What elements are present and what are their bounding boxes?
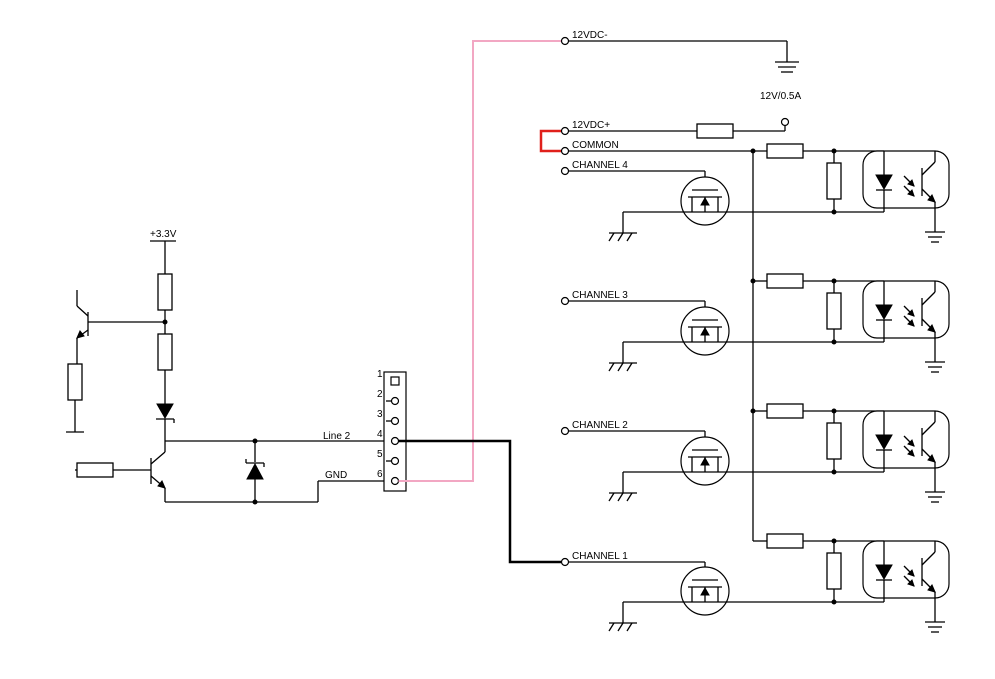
channel-1-circuit: CHANNEL 1 (560, 533, 950, 633)
transistor-q1-icon (76, 290, 165, 364)
mosfet-icon (680, 436, 730, 486)
mosfet-icon (680, 566, 730, 616)
channel1-label: CHANNEL 1 (572, 551, 628, 562)
power-section: 12VDC- 12V/0.5A 12VDC+ COMMON (539, 30, 801, 156)
ground-icon (925, 361, 945, 373)
led-resistor (766, 273, 804, 289)
pin-2: 2 (377, 389, 383, 400)
red-jumper (539, 129, 561, 153)
ground-icon (775, 61, 799, 73)
optocoupler-icon (862, 410, 950, 472)
rating-label: 12V/0.5A (760, 91, 801, 102)
supply-resistor (696, 123, 734, 139)
led-resistor (766, 403, 804, 419)
zener-diode-icon (246, 462, 264, 480)
pos12-label: 12VDC+ (572, 120, 610, 131)
supply-33v-label: +3.3V (150, 229, 177, 240)
shunt-resistor (826, 552, 842, 590)
pullup-resistor (157, 273, 173, 311)
channel2-label: CHANNEL 2 (572, 420, 628, 431)
led-resistor (766, 533, 804, 549)
optocoupler-icon (862, 280, 950, 342)
chassis-ground-icon (608, 232, 637, 242)
pin-1: 1 (377, 369, 383, 380)
pin-6: 6 (377, 469, 383, 480)
mosfet-icon (680, 176, 730, 226)
gnd-label: GND (325, 470, 347, 481)
common-label: COMMON (572, 140, 619, 151)
channel3-label: CHANNEL 3 (572, 290, 628, 301)
pink-wire (398, 40, 561, 482)
pin1-pad-icon (390, 376, 400, 386)
channel-2-circuit: CHANNEL 2 (560, 403, 950, 503)
channel4-label: CHANNEL 4 (572, 160, 628, 171)
chassis-ground-icon (608, 622, 637, 632)
connector-block: 1 2 3 4 5 6 (377, 369, 407, 492)
input-circuit: +3.3V (66, 229, 391, 505)
pin-5: 5 (377, 449, 383, 460)
optocoupler-icon (862, 540, 950, 602)
mosfet-icon (680, 306, 730, 356)
neg12-label: 12VDC- (572, 30, 608, 41)
channel-4-circuit: CHANNEL 4 (560, 143, 950, 243)
ground-icon (925, 621, 945, 633)
shunt-resistor (826, 162, 842, 200)
transistor-q2-icon (150, 448, 166, 489)
channel-3-circuit: CHANNEL 3 (560, 273, 950, 373)
chassis-ground-icon (608, 362, 637, 372)
channel1-wire (398, 439, 561, 564)
pin-3: 3 (377, 409, 383, 420)
chassis-ground-icon (608, 492, 637, 502)
shunt-resistor (826, 292, 842, 330)
ground-icon (925, 491, 945, 503)
series-resistor (157, 333, 173, 371)
led-resistor (766, 143, 804, 159)
pin-4: 4 (377, 429, 383, 440)
optocoupler-icon (862, 150, 950, 212)
diode-icon (156, 403, 174, 420)
ground-icon (925, 231, 945, 243)
line2-label: Line 2 (323, 431, 351, 442)
shunt-resistor (826, 422, 842, 460)
output-terminal-icon (780, 117, 790, 127)
base-resistor (76, 462, 114, 478)
emitter-resistor (67, 363, 83, 401)
